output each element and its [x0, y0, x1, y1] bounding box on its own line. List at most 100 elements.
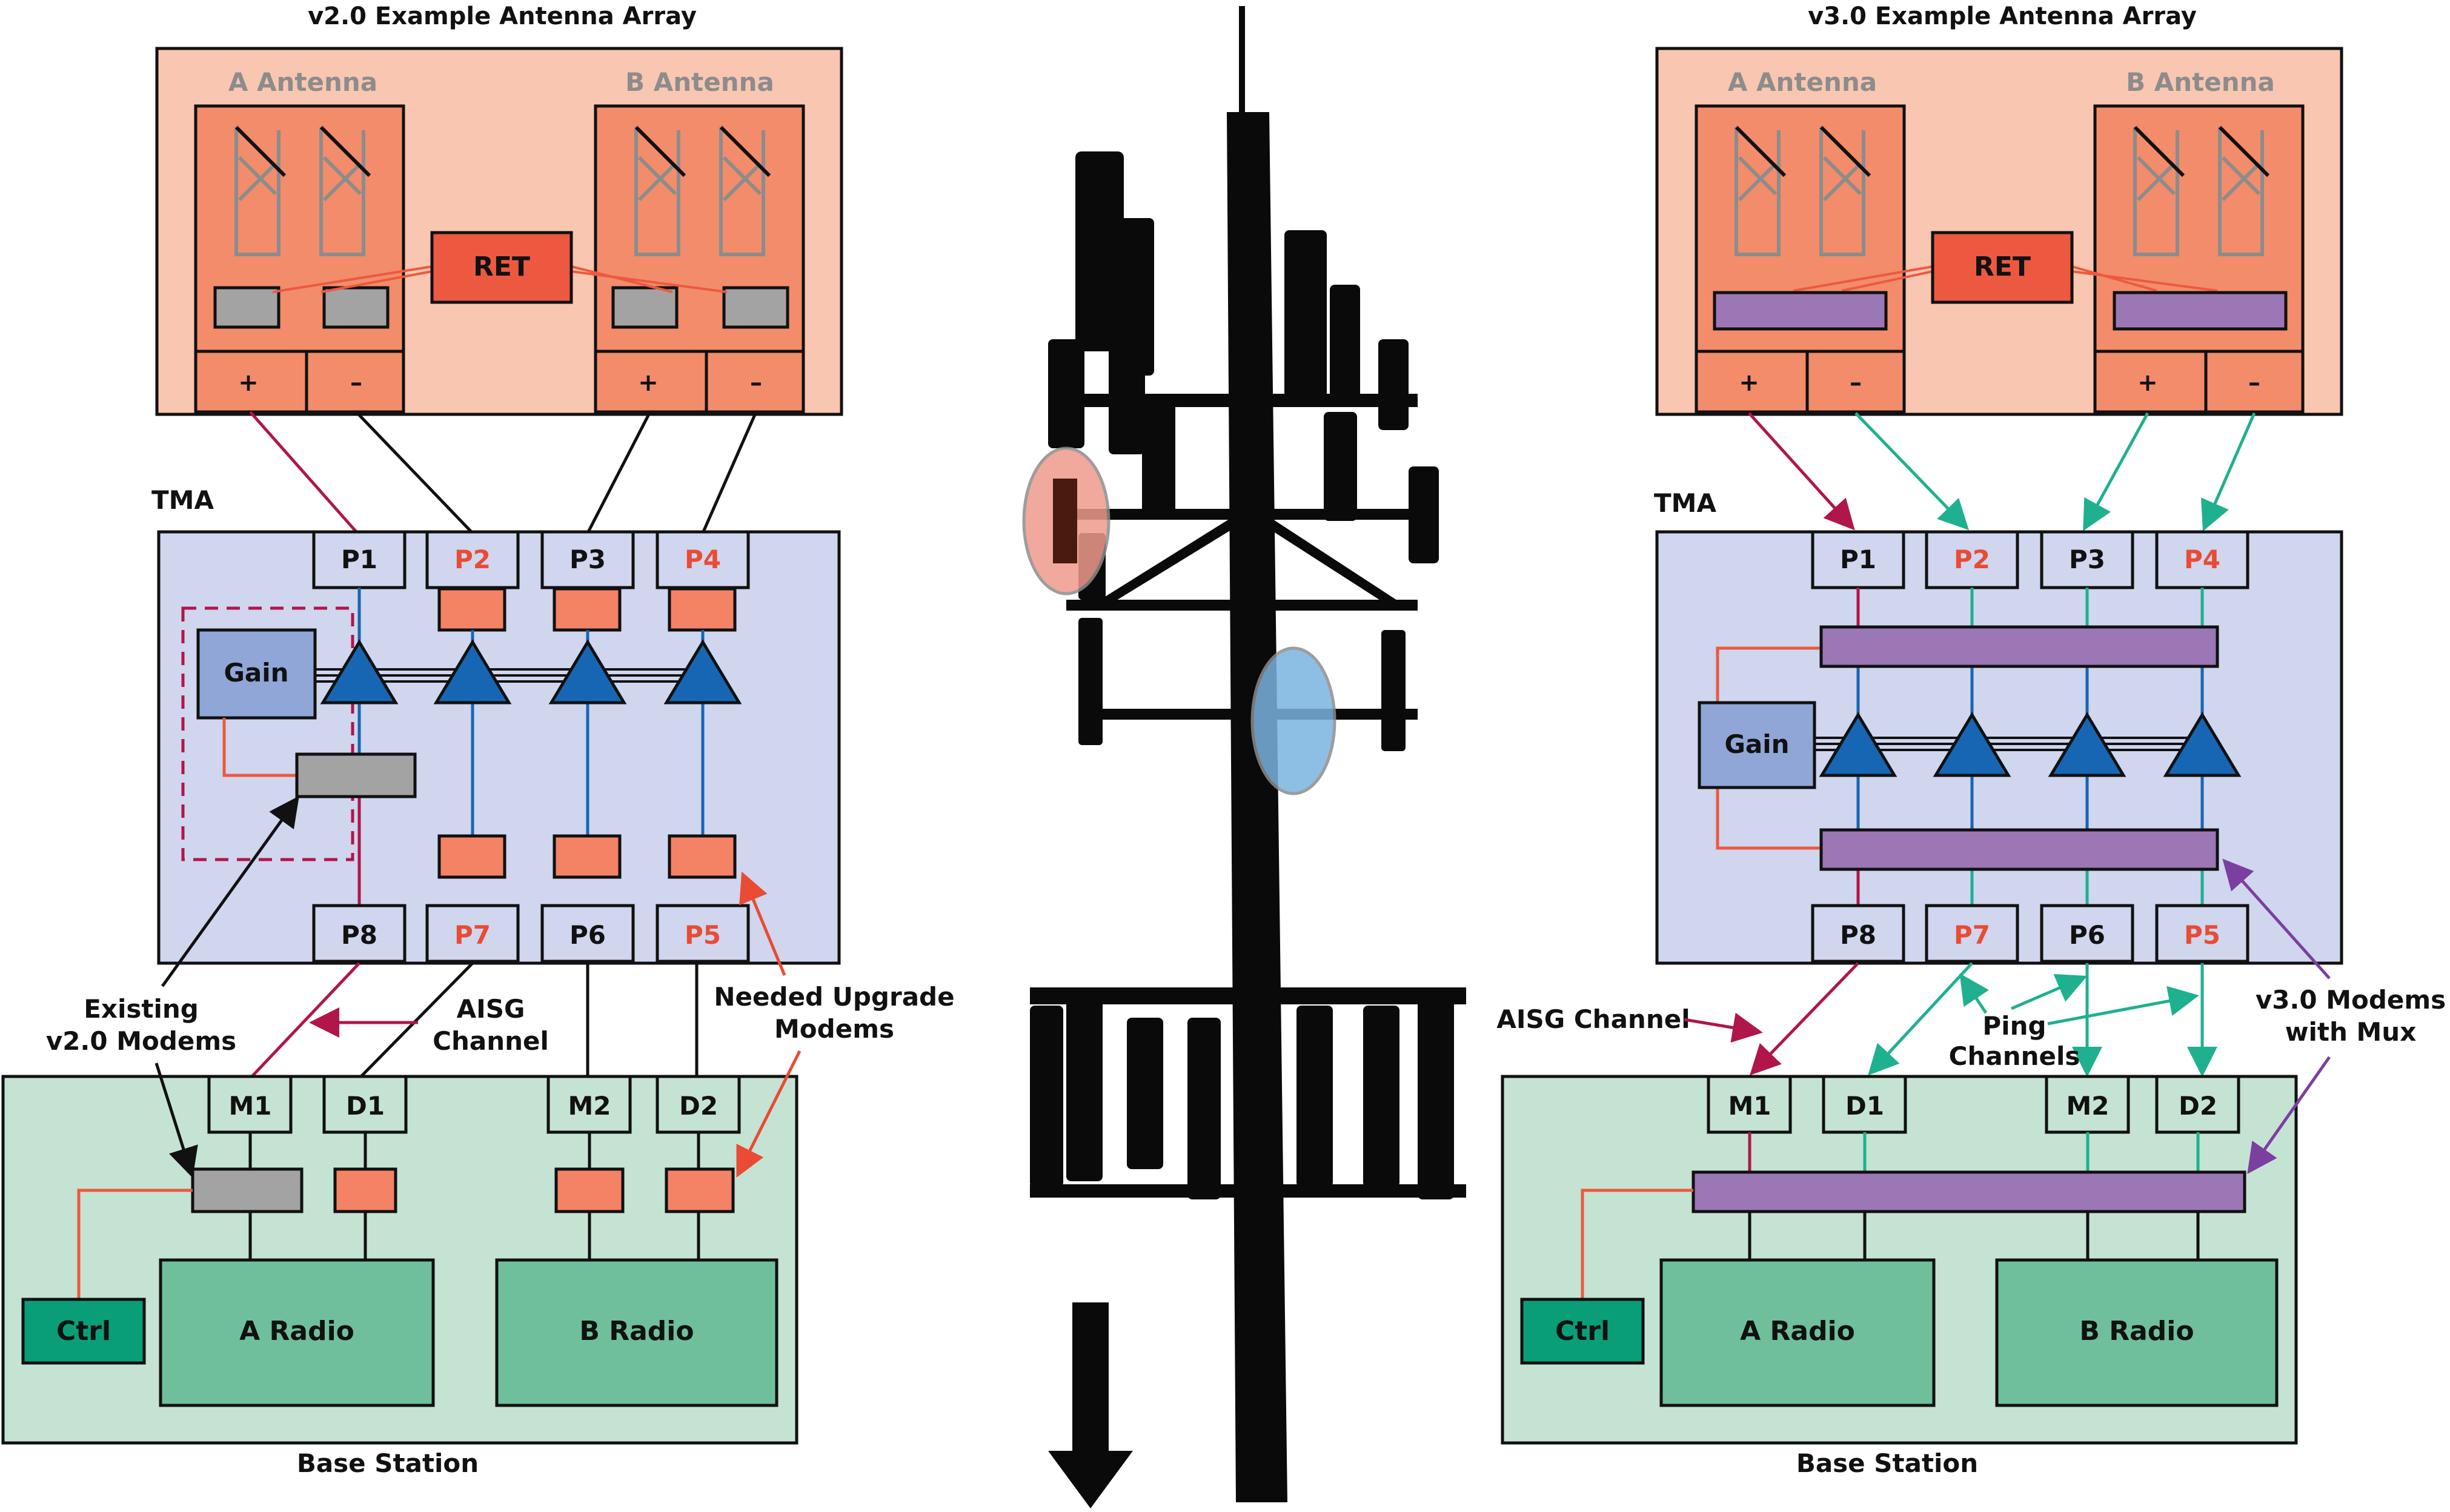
v2-antenna-a-elements	[234, 125, 371, 256]
v3-gain-label: Gain	[1724, 729, 1789, 759]
v2-bs-port	[546, 1075, 632, 1134]
v2-needed-modem	[437, 587, 506, 632]
v2-callout-needed: Needed Upgrade	[714, 982, 954, 1012]
v3-port-p7: P7	[1954, 920, 1990, 950]
v3-radio-b	[1995, 1258, 2279, 1407]
v3-radio-a-label: A Radio	[1740, 1316, 1855, 1347]
v3-amplifier	[2163, 712, 2242, 777]
v2-gain-feedback	[222, 718, 297, 777]
v2-ant-modem	[213, 286, 281, 329]
v2-diagram: v2.0 Example Antenna Array A Antenna B A…	[1, 2, 955, 1478]
v2-wire	[249, 411, 359, 534]
v2-needed-modem	[665, 1167, 735, 1213]
v3-ctrl-wire	[1581, 1189, 1693, 1299]
v3-aisg-arrow	[1684, 1012, 1763, 1043]
v3-diagram: v3.0 Example Antenna Array A Antenna B A…	[1496, 2, 2446, 1478]
v3-minus-label: –	[2248, 369, 2260, 397]
v2-ant-port-minus	[705, 350, 805, 414]
v3-ant-port-minus	[2204, 350, 2305, 414]
v3-callout-mux: with Mux	[2285, 1017, 2417, 1047]
v2-radio-a	[159, 1258, 435, 1407]
v2-bs-wires	[248, 1132, 700, 1260]
v3-mux-arrow	[2247, 1056, 2331, 1175]
v2-title: v2.0 Example Antenna Array	[308, 2, 697, 30]
v3-antenna-b-elements	[2133, 125, 2270, 256]
v2-needed-modem	[553, 834, 622, 879]
v2-radio-b	[495, 1258, 778, 1407]
v2-port-p3: P3	[569, 545, 606, 574]
v2-callout-existing: v2.0 Modems	[46, 1026, 236, 1056]
v2-port-p5: P5	[685, 920, 721, 950]
v3-tma-label: TMA	[1654, 488, 1716, 518]
v3-ret	[1931, 231, 2074, 304]
v2-tma-label: TMA	[151, 485, 214, 515]
v2-port-p1: P1	[341, 545, 377, 574]
v3-port-p8: P8	[1840, 920, 1876, 950]
v3-ping-arrow	[1959, 973, 1989, 1014]
v2-tma-port	[540, 904, 635, 963]
v3-tma-port	[2040, 904, 2134, 963]
v2-needed-modem	[333, 1167, 397, 1213]
cell-tower-silhouette	[1030, 6, 1466, 1508]
v3-port-d2: D2	[2179, 1091, 2217, 1121]
v2-bs-port	[207, 1075, 293, 1134]
v2-ant-modem	[322, 286, 390, 329]
v2-callout-arrow	[161, 795, 299, 987]
v3-plus-label: +	[2137, 369, 2158, 397]
v2-antenna-b-label: B Antenna	[625, 67, 774, 97]
v2-callout-aisg: AISG	[457, 994, 525, 1024]
v3-bs-port	[1822, 1075, 1907, 1134]
v3-port-p2: P2	[1954, 545, 1990, 574]
v2-needed-modem	[668, 834, 737, 879]
v3-bs-wires	[1748, 1132, 2200, 1260]
v2-port-m1: M1	[228, 1091, 271, 1121]
v3-ant-port-minus	[1805, 350, 1906, 414]
v2-ret-label: RET	[473, 251, 530, 282]
v3-plus-label: +	[1739, 369, 1759, 397]
v3-antenna-b-label: B Antenna	[2126, 67, 2275, 97]
v2-antenna-b-elements	[634, 125, 771, 256]
v3-callout-ping: Ping	[1982, 1011, 2046, 1041]
v2-callout-aisg: Channel	[433, 1026, 549, 1056]
v2-port-p7: P7	[454, 920, 491, 950]
v3-aisg-wire	[1748, 412, 1855, 531]
v3-base-station-label: Base Station	[1796, 1448, 1978, 1478]
v2-ant-modem	[722, 286, 789, 329]
v2-ctrl-label: Ctrl	[56, 1316, 111, 1347]
v3-minus-label: –	[1850, 369, 1862, 397]
v3-antenna-a-label: A Antenna	[1728, 67, 1877, 97]
v3-bs-mux-modem	[1691, 1170, 2246, 1213]
v3-ant-port-plus	[2093, 350, 2208, 414]
v3-ping-wire	[2083, 412, 2150, 531]
v2-amplifier	[663, 639, 742, 705]
v2-minus-label: –	[350, 369, 362, 397]
v3-port-p3: P3	[2069, 545, 2105, 574]
v3-tma-port	[2040, 530, 2134, 589]
v2-bs-port	[656, 1075, 741, 1134]
v3-port-d1: D1	[1845, 1091, 1884, 1121]
v3-ping-wire	[1854, 412, 1969, 531]
v2-wire	[355, 411, 474, 534]
v3-port-p5: P5	[2184, 920, 2220, 950]
v2-needed-modem	[553, 587, 622, 632]
v2-base-station-label: Base Station	[297, 1448, 479, 1478]
v3-ctrl	[1520, 1298, 1645, 1365]
v2-port-p6: P6	[569, 920, 606, 950]
v3-aisg-wire	[1750, 962, 1859, 1076]
v2-existing-modem	[295, 752, 417, 798]
v2-needed-modem	[554, 1167, 625, 1213]
v2-gain	[196, 628, 317, 720]
v2-radio-b-label: B Radio	[579, 1316, 694, 1347]
v3-port-m1: M1	[1728, 1091, 1771, 1121]
v2-ret	[430, 231, 573, 304]
v3-radio-b-label: B Radio	[2079, 1316, 2194, 1347]
v2-wire	[586, 411, 652, 534]
v3-bs-port	[1707, 1075, 1792, 1134]
v2-radio-a-label: A Radio	[239, 1316, 354, 1347]
v3-amplifier	[1819, 712, 1897, 777]
v3-mux-modem	[1819, 625, 2219, 668]
v2-amplifier	[433, 639, 512, 705]
v2-needed-arrow	[736, 1050, 802, 1178]
v2-tma-port	[656, 904, 750, 963]
